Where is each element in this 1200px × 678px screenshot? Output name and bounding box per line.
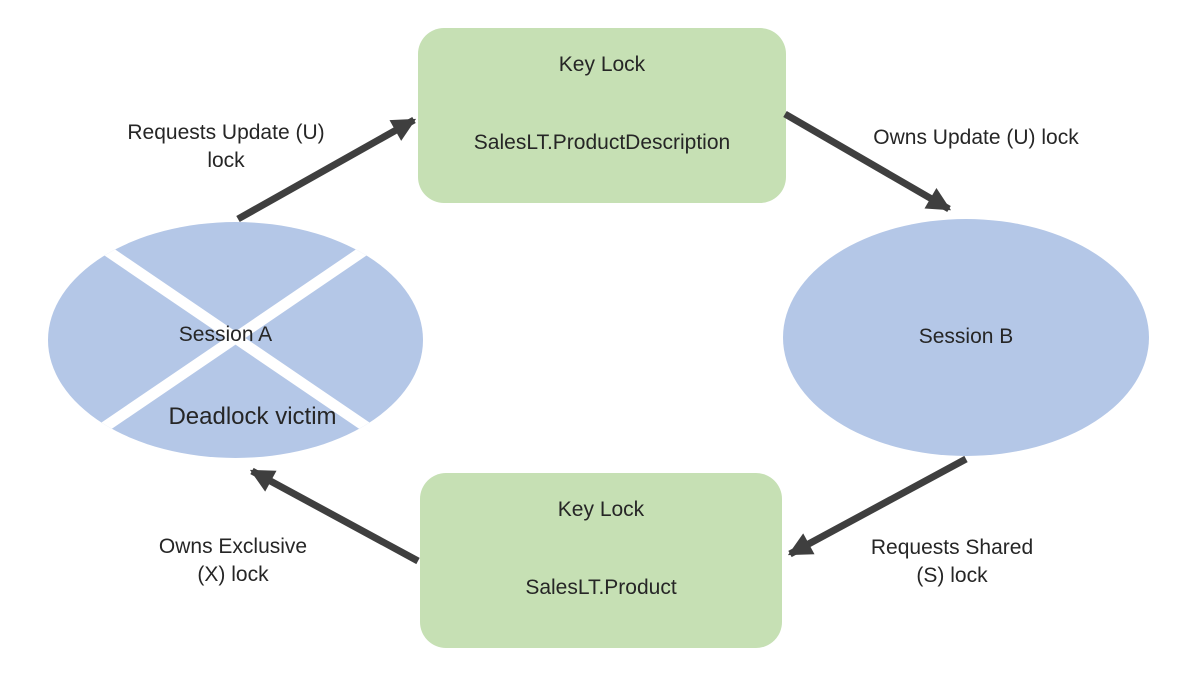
session-b-label: Session B xyxy=(918,325,1014,348)
deadlock-cross-icon xyxy=(49,222,422,458)
edge-label-line: Requests Update (U) xyxy=(127,121,325,144)
session-a-label: Session A xyxy=(178,323,273,346)
edge-label-line: (S) lock xyxy=(916,564,988,587)
lock-node-title: Key Lock xyxy=(558,53,646,76)
session-b-node: Session B xyxy=(783,219,1149,456)
edge-label-line: lock xyxy=(207,149,245,172)
lock-node-product-description: Key Lock SalesLT.ProductDescription xyxy=(418,28,786,203)
edge-label-owns-update: Owns Update (U) lock xyxy=(826,124,1126,152)
lock-node-product: Key Lock SalesLT.Product xyxy=(420,473,782,648)
edge-label-line: (X) lock xyxy=(197,563,269,586)
session-a-node: Session A Deadlock victim xyxy=(48,222,423,458)
edge-label-owns-exclusive: Owns Exclusive (X) lock xyxy=(83,533,383,589)
edge-label-line: Owns Exclusive xyxy=(158,535,308,558)
edge-label-line: Requests Shared xyxy=(870,536,1034,559)
lock-node-title: Key Lock xyxy=(557,498,645,521)
edge-label-requests-shared: Requests Shared (S) lock xyxy=(802,534,1102,590)
edge-label-requests-update: Requests Update (U) lock xyxy=(76,119,376,175)
edge-label-line: Owns Update (U) lock xyxy=(873,126,1079,149)
lock-node-resource: SalesLT.Product xyxy=(525,576,677,599)
lock-node-resource: SalesLT.ProductDescription xyxy=(473,131,731,154)
deadlock-victim-label: Deadlock victim xyxy=(168,403,337,430)
